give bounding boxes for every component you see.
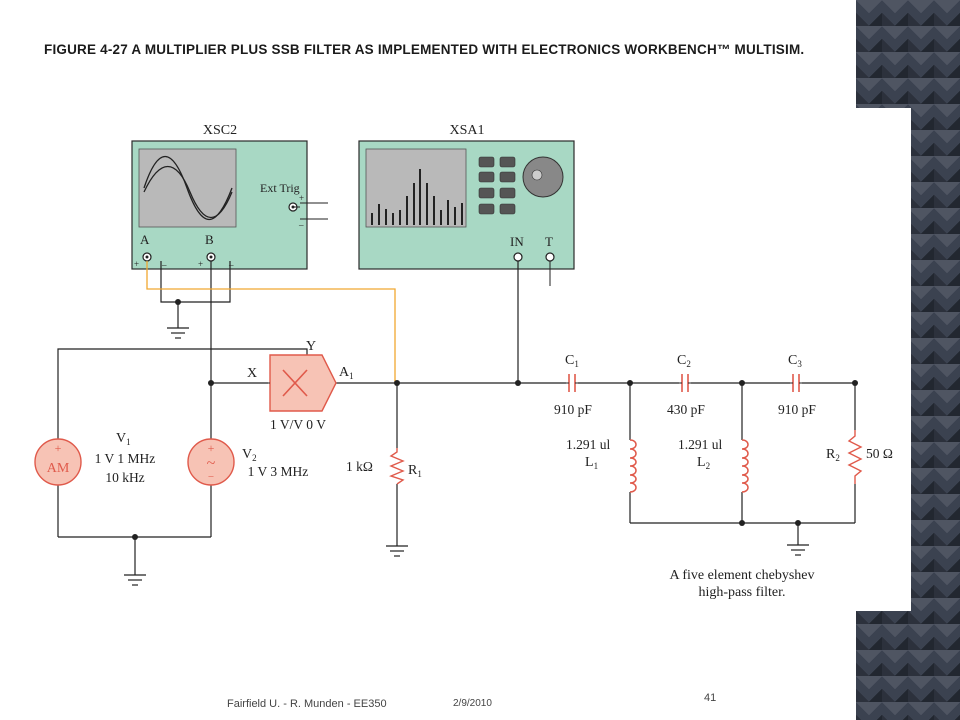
v2-ref: V — [242, 447, 252, 462]
sine-trace-2 — [143, 165, 233, 219]
svg-text:L1: L1 — [585, 455, 598, 471]
ground-r1 — [386, 545, 408, 557]
svg-text:+: + — [134, 259, 139, 269]
analyzer-name: XSA1 — [449, 123, 484, 138]
c3-ref: C — [788, 353, 797, 368]
svg-text:_: _ — [298, 217, 304, 227]
c2-value: 430 pF — [667, 402, 705, 417]
c3-value: 910 pF — [778, 402, 816, 417]
svg-text:+: + — [198, 259, 203, 269]
analyzer-in-terminal — [513, 252, 523, 262]
svg-text:C1: C1 — [565, 353, 579, 369]
multiply-x-icon — [282, 369, 308, 397]
l1-ref: L — [585, 455, 594, 470]
multiplier-y-label: Y — [306, 339, 316, 354]
spectrum-lines — [371, 169, 463, 225]
probe-wire — [146, 261, 396, 383]
svg-text:~: ~ — [207, 455, 216, 472]
r2-ref: R — [826, 447, 836, 462]
channel-a-label: A — [140, 232, 150, 247]
capacitor-c1: C1 910 pF — [554, 353, 592, 417]
v1-line2: 10 kHz — [105, 470, 144, 485]
channel-b-label: B — [205, 232, 214, 247]
analyzer-in-label: IN — [510, 234, 524, 249]
v2-line1: 1 V 3 MHz — [248, 464, 309, 479]
analyzer-screen — [365, 148, 467, 228]
oscilloscope-name: XSC2 — [203, 123, 237, 138]
multiplier-x-label: X — [247, 366, 257, 381]
footer-course: Fairfield U. - R. Munden - EE350 — [227, 698, 387, 710]
multiplier-ref: A — [339, 365, 350, 380]
svg-text:+: + — [208, 441, 215, 455]
c1-value: 910 pF — [554, 402, 592, 417]
oscilloscope-xsc2: XSC2 Ext Trig + _ A B + _ + _ — [131, 123, 328, 270]
capacitor-c3: C3 910 pF — [778, 353, 816, 417]
slide-title: Figure 4-27 A multiplier plus SSB filter… — [44, 42, 805, 57]
inductor-l1: 1.291 ul L1 — [566, 437, 637, 493]
ext-trig-label: Ext Trig — [260, 181, 300, 195]
v1-line1: 1 V 1 MHz — [95, 451, 156, 466]
ground-scope — [167, 327, 189, 339]
analyzer-t-terminal — [545, 252, 555, 262]
svg-text:C3: C3 — [788, 353, 802, 369]
svg-text:R2: R2 — [826, 447, 840, 463]
ground-filter — [787, 544, 809, 556]
svg-text:R1: R1 — [408, 463, 422, 479]
r2-value: 50 Ω — [866, 446, 893, 461]
l2-ref: L — [697, 455, 706, 470]
multiplier-spec: 1 V/V 0 V — [270, 417, 326, 432]
v1-symbol: AM — [47, 461, 70, 476]
filter-caption-line2: high-pass filter. — [698, 585, 785, 600]
r1-ref: R — [408, 463, 418, 478]
svg-text:_: _ — [228, 257, 234, 267]
footer-date: 2/9/2010 — [453, 698, 492, 709]
svg-text:A1: A1 — [339, 365, 354, 381]
ground-sources — [124, 574, 146, 586]
svg-text:V1: V1 — [116, 431, 131, 447]
svg-text:C2: C2 — [677, 353, 691, 369]
v1-ref: V — [116, 431, 126, 446]
l2-value: 1.291 ul — [678, 437, 723, 452]
analyzer-knob — [522, 156, 564, 198]
multiplier-a1: X Y A1 1 V/V 0 V — [247, 339, 354, 432]
svg-text:L2: L2 — [697, 455, 710, 471]
c2-ref: C — [677, 353, 686, 368]
svg-text:_: _ — [161, 257, 167, 267]
svg-text:−: − — [208, 471, 214, 483]
analyzer-t-label: T — [545, 234, 553, 249]
svg-text:+: + — [55, 441, 62, 455]
svg-text:+: + — [299, 193, 304, 203]
page-number: 41 — [704, 692, 717, 704]
junction-dots — [132, 299, 858, 540]
inductor-l2: 1.291 ul L2 — [678, 437, 749, 493]
svg-text:V2: V2 — [242, 447, 257, 463]
source-v2: + ~ − V2 1 V 3 MHz — [187, 438, 309, 486]
resistor-r1: 1 kΩ R1 — [346, 448, 422, 485]
resistor-r2: R2 50 Ω — [826, 430, 893, 484]
r1-value: 1 kΩ — [346, 459, 373, 474]
capacitor-c2: C2 430 pF — [667, 353, 705, 417]
source-v1: + AM V1 1 V 1 MHz 10 kHz — [34, 431, 156, 486]
c1-ref: C — [565, 353, 574, 368]
spectrum-analyzer-xsa1: XSA1 — [358, 123, 575, 286]
ground-symbols — [124, 327, 809, 586]
analyzer-keypad — [478, 156, 516, 215]
filter-caption-line1: A five element chebyshev — [669, 568, 814, 583]
l1-value: 1.291 ul — [566, 437, 611, 452]
